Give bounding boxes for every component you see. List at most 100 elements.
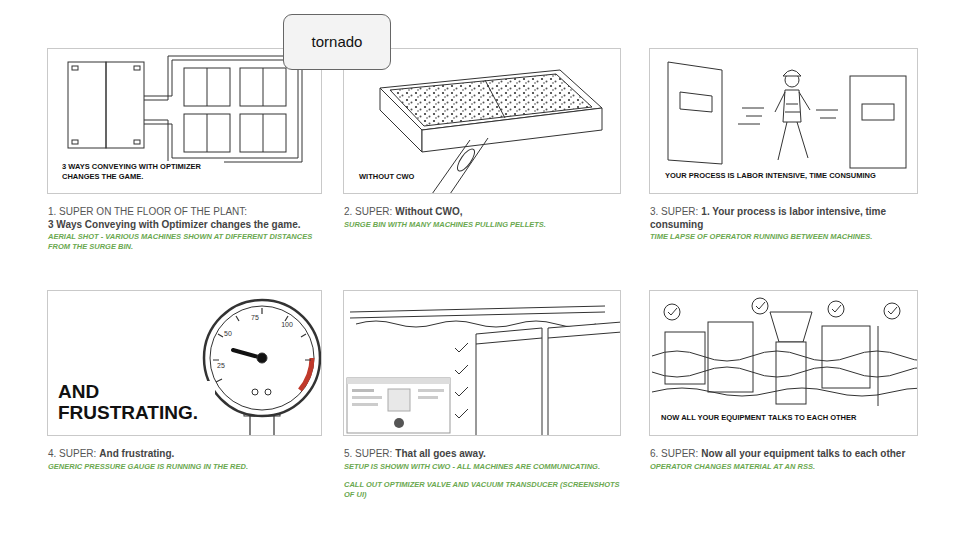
shot-direction: AERIAL SHOT - VARIOUS MACHINES SHOWN AT …	[48, 232, 321, 251]
drawing-path	[783, 90, 801, 122]
drawing-polygon	[668, 62, 722, 164]
drawing-rect	[352, 403, 378, 406]
drawing-path	[778, 122, 808, 160]
super-line: 3. SUPER:1. Your process is labor intens…	[650, 206, 917, 231]
drawing-polygon	[548, 322, 620, 435]
shot-number: 5. SUPER:	[344, 448, 392, 459]
drawing-path	[432, 138, 488, 193]
drawing-polygon	[680, 92, 712, 112]
drawing-circle	[664, 304, 680, 320]
drawing-polygon	[476, 328, 542, 435]
shot-direction: SETUP IS SHOWN WITH CWO - ALL MACHINES A…	[344, 462, 620, 472]
note-tag: tornado	[283, 14, 391, 70]
drawing-path	[213, 308, 311, 382]
super-caption: YOUR PROCESS IS LABOR INTENSIVE, TIME CO…	[663, 170, 878, 182]
drawing-line	[485, 80, 505, 118]
shot-number: 3. SUPER:	[650, 206, 698, 217]
gauge-number: 100	[281, 321, 293, 329]
drawing-circle	[252, 389, 258, 395]
drawing-path	[652, 388, 917, 396]
drawing-line	[207, 114, 208, 152]
drawing-line	[548, 332, 620, 338]
drawing-polygon	[770, 312, 812, 342]
drawing-rect	[134, 66, 140, 70]
storyboard-frame: YOUR PROCESS IS LABOR INTENSIVE, TIME CO…	[649, 48, 918, 194]
super-text: Without CWO,	[395, 206, 462, 217]
drawing-line	[476, 338, 542, 344]
drawing-path	[144, 60, 298, 158]
operator-illustration	[668, 62, 906, 168]
drawing-circle	[884, 303, 900, 319]
drawing-path	[775, 92, 810, 112]
drawing-path	[668, 308, 677, 315]
drawing-path	[144, 56, 302, 162]
drawing-rect	[418, 389, 444, 392]
storyboard-frame: 5. SUPER:That all goes away.SETUP IS SHO…	[343, 290, 621, 436]
storyboard-frame: AND FRUSTRATING.4. SUPER:And frustrating…	[47, 290, 322, 436]
drawing-rect	[72, 66, 78, 70]
super-caption: 3 WAYS CONVEYING WITH OPTIMIZER CHANGES …	[60, 161, 224, 182]
drawing-rect	[352, 396, 382, 399]
drawing-ellipse	[454, 146, 477, 173]
shot-direction: CALL OUT OPTIMIZER VALVE AND VACUUM TRAN…	[344, 480, 620, 499]
super-line: 6. SUPER:Now all your equipment talks to…	[650, 448, 917, 461]
storyboard-frame: WITHOUT CWO2. SUPER:Without CWO,SURGE BI…	[343, 48, 621, 194]
shot-number: 2. SUPER:	[344, 206, 392, 217]
super-caption: NOW ALL YOUR EQUIPMENT TALKS TO EACH OTH…	[659, 412, 858, 424]
drawing-rect	[184, 114, 230, 152]
drawing-rect	[352, 389, 374, 392]
storyboard-frame: 3 WAYS CONVEYING WITH OPTIMIZER CHANGES …	[47, 48, 322, 194]
drawing-path	[356, 321, 596, 327]
drawing-rect	[708, 322, 753, 392]
panel-description: 5. SUPER:That all goes away.SETUP IS SHO…	[344, 448, 620, 499]
gauge-number: 25	[217, 362, 225, 370]
drawing-rect	[240, 68, 286, 106]
super-line: 5. SUPER:That all goes away.	[344, 448, 620, 461]
super-caption: AND FRUSTRATING.	[56, 381, 215, 423]
drawing-circle	[394, 418, 404, 428]
drawing-rect	[106, 62, 144, 148]
drawing-path	[455, 343, 468, 418]
drawing-line	[263, 68, 264, 106]
drawing-rect	[72, 140, 78, 144]
drawing-line	[207, 68, 208, 106]
drawing-circle	[828, 301, 844, 317]
drawing-rect	[822, 326, 870, 388]
drawing-circle	[752, 298, 768, 314]
note-text: tornado	[312, 33, 363, 51]
drawing-rect	[418, 396, 438, 399]
drawing-line	[263, 114, 264, 152]
drawing-circle	[210, 306, 314, 410]
super-line: 4. SUPER:And frustrating.	[48, 448, 321, 461]
drawing-path	[738, 108, 764, 124]
drawing-rect	[862, 104, 894, 120]
gauge-number: 75	[251, 314, 259, 322]
panel-description: 3. SUPER:1. Your process is labor intens…	[650, 206, 917, 242]
drawing-rect	[184, 68, 230, 106]
shot-direction: GENERIC PRESSURE GAUGE IS RUNNING IN THE…	[48, 462, 321, 472]
super-text: 3 Ways Conveying with Optimizer changes …	[48, 219, 300, 230]
shot-direction: OPERATOR CHANGES MATERIAL AT AN RSS.	[650, 462, 917, 472]
super-caption: WITHOUT CWO	[357, 171, 416, 183]
drawing-rect	[240, 114, 286, 152]
drawing-path	[300, 358, 312, 390]
panel-description: 6. SUPER:Now all your equipment talks to…	[650, 448, 917, 471]
drawing-line	[785, 112, 800, 113]
drawing-rect	[388, 389, 410, 411]
super-text: Now all your equipment talks to each oth…	[701, 448, 905, 459]
drawing-polygon	[380, 88, 422, 152]
aerial-illustration	[68, 56, 302, 162]
gauge-number: 50	[224, 330, 232, 338]
drawing-path	[350, 306, 605, 318]
drawing-rect	[850, 76, 906, 168]
drawing-path	[832, 305, 841, 312]
drawing-rect	[68, 62, 106, 148]
shot-direction: TIME LAPSE OF OPERATOR RUNNING BETWEEN M…	[650, 232, 917, 242]
drawing-path	[816, 110, 838, 118]
drawing-rect	[347, 378, 450, 433]
cwo-setup-illustration	[347, 306, 620, 435]
drawing-polygon	[422, 108, 602, 152]
drawing-line	[878, 326, 879, 406]
